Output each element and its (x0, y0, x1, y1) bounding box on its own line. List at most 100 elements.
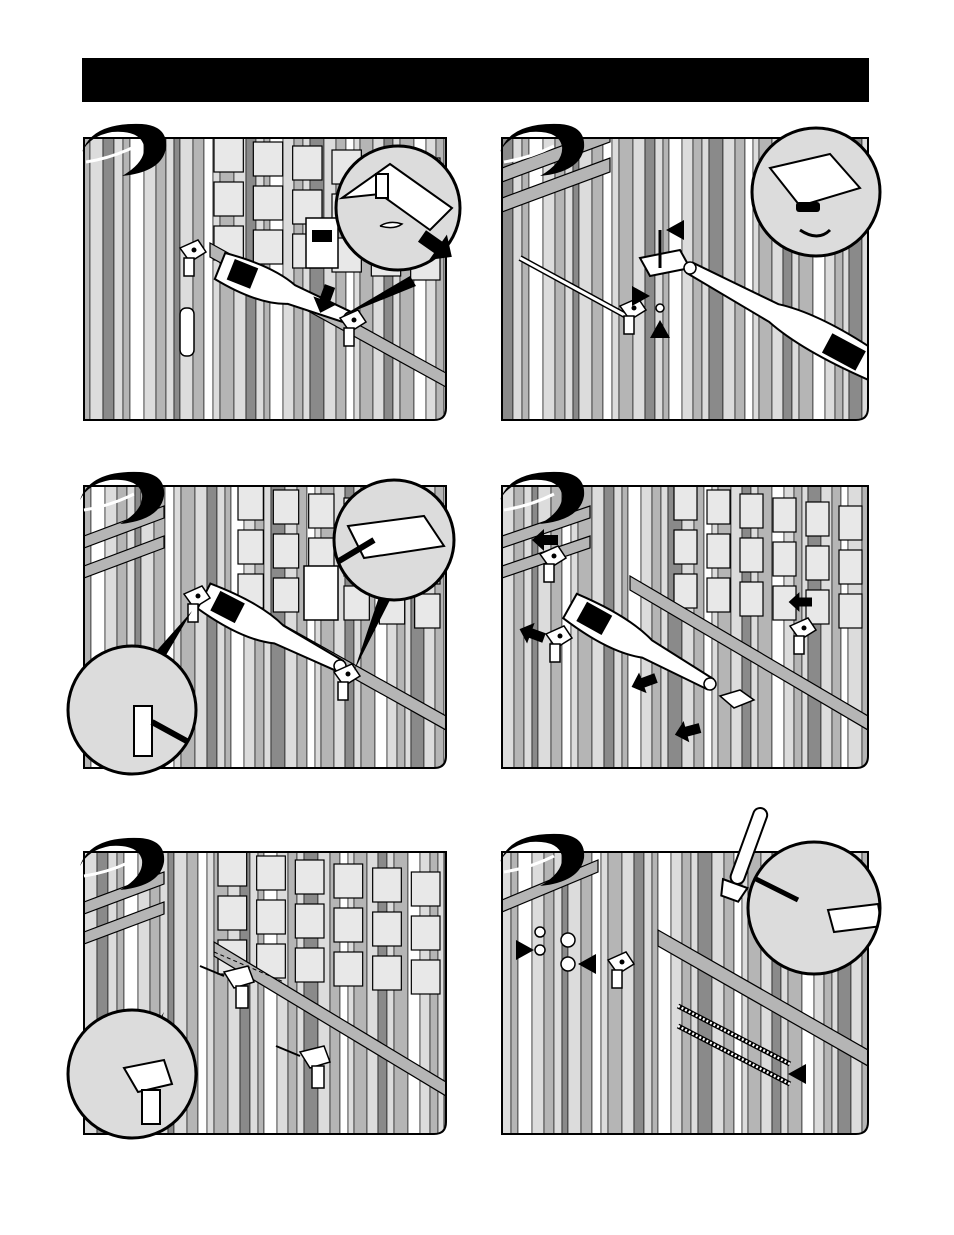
fence-picket (103, 138, 114, 420)
fence-picket (144, 138, 156, 420)
washer (561, 933, 575, 947)
nut (535, 945, 545, 955)
washer (561, 957, 575, 971)
fence-picket (297, 486, 307, 768)
gate-lattice-cell (674, 486, 697, 520)
gate-lattice-cell (273, 534, 298, 568)
fence-picket (671, 852, 682, 1134)
gate-lattice-cell (411, 872, 440, 906)
fence-picket (682, 852, 691, 1134)
fence-picket (641, 486, 652, 768)
fence-picket (655, 138, 663, 420)
gate-lattice-cell (674, 574, 697, 608)
fence-picket (207, 852, 214, 1134)
step-panel-3 (64, 466, 464, 786)
gate-lattice-cell (238, 486, 263, 520)
fence-picket (601, 852, 608, 1134)
fence-picket (581, 852, 592, 1134)
gate-lattice-cell (740, 494, 763, 528)
panel-illustration (64, 466, 464, 786)
fence-picket (592, 852, 601, 1134)
gate-lattice-cell (415, 594, 440, 628)
step-panel-5 (64, 832, 464, 1152)
fence-picket (114, 138, 123, 420)
gate-lattice-cell (309, 494, 334, 528)
fence-picket (633, 138, 645, 420)
gate-lattice-cell (773, 542, 796, 576)
fence-picket (250, 852, 258, 1134)
gate-lattice-cell (214, 182, 243, 216)
gate-lattice-cell (253, 230, 282, 264)
gate-lattice-cell (257, 900, 286, 934)
gate-lattice-cell (806, 546, 829, 580)
gate-lattice-cell (373, 868, 402, 902)
fence-picket (217, 486, 225, 768)
gate-lattice-cell (334, 952, 363, 986)
gate-lattice-cell (373, 956, 402, 990)
fence-picket (718, 486, 731, 768)
gate-lattice-cell (773, 498, 796, 532)
panel-illustration (80, 118, 470, 428)
gate-lattice-cell (411, 960, 440, 994)
fence-picket (669, 138, 682, 420)
fence-picket (180, 138, 193, 420)
fence-picket (644, 852, 652, 1134)
fence-picket (622, 852, 634, 1134)
fence-picket (668, 486, 682, 768)
step-panel-2 (500, 118, 890, 428)
warning-sign-text (312, 230, 332, 242)
gate-lattice-cell (707, 490, 730, 524)
fence-picket (562, 852, 568, 1134)
fence-picket (166, 138, 174, 420)
panel-illustration (498, 800, 908, 1140)
fence-picket (195, 486, 207, 768)
gate-lattice-cell (806, 502, 829, 536)
fence-picket (90, 138, 103, 420)
bolt-nut (656, 304, 664, 312)
gate-lattice-cell (334, 864, 363, 898)
fence-picket (193, 138, 204, 420)
fence-picket (514, 486, 524, 768)
gate-lattice-cell (740, 582, 763, 616)
warning-sign (304, 566, 338, 620)
fence-picket (608, 852, 622, 1134)
fence-picket (652, 852, 658, 1134)
step-panel-1 (80, 118, 470, 428)
warning-sign (306, 218, 338, 268)
gate-lattice-cell (273, 578, 298, 612)
hinge-post (180, 308, 194, 356)
fence-picket (554, 852, 562, 1134)
fence-picket (502, 486, 514, 768)
fence-picket (735, 138, 745, 420)
fence-picket (204, 138, 213, 420)
fence-scene (502, 486, 874, 768)
fence-picket (682, 138, 693, 420)
gate-lattice-cell (218, 896, 247, 930)
gate-lattice-cell (707, 534, 730, 568)
fence-picket (634, 852, 644, 1134)
gate-lattice-cell (293, 146, 322, 180)
fence-picket (502, 852, 511, 1134)
fence-picket (691, 852, 698, 1134)
gate-lattice-cell (253, 186, 282, 220)
fence-picket (652, 486, 661, 768)
fence-picket (529, 138, 543, 420)
fence-picket (513, 138, 522, 420)
fence-picket (698, 852, 712, 1134)
gate-lattice-cell (218, 852, 247, 886)
panel-illustration (64, 832, 464, 1152)
inset-bracket (828, 904, 882, 932)
fence-picket (603, 138, 612, 420)
inset-post-bracket (134, 706, 152, 756)
fence-picket (658, 852, 671, 1134)
fence-picket (619, 138, 633, 420)
fence-picket (258, 852, 264, 1134)
gate-lattice-cell (839, 550, 862, 584)
gate-lattice-cell (295, 860, 324, 894)
page-header-bar (82, 58, 869, 102)
gate-lattice-cell (740, 538, 763, 572)
panel-illustration (500, 466, 890, 776)
clevis-pin (376, 174, 388, 198)
gate-lattice-cell (373, 912, 402, 946)
gate-lattice-cell (238, 530, 263, 564)
